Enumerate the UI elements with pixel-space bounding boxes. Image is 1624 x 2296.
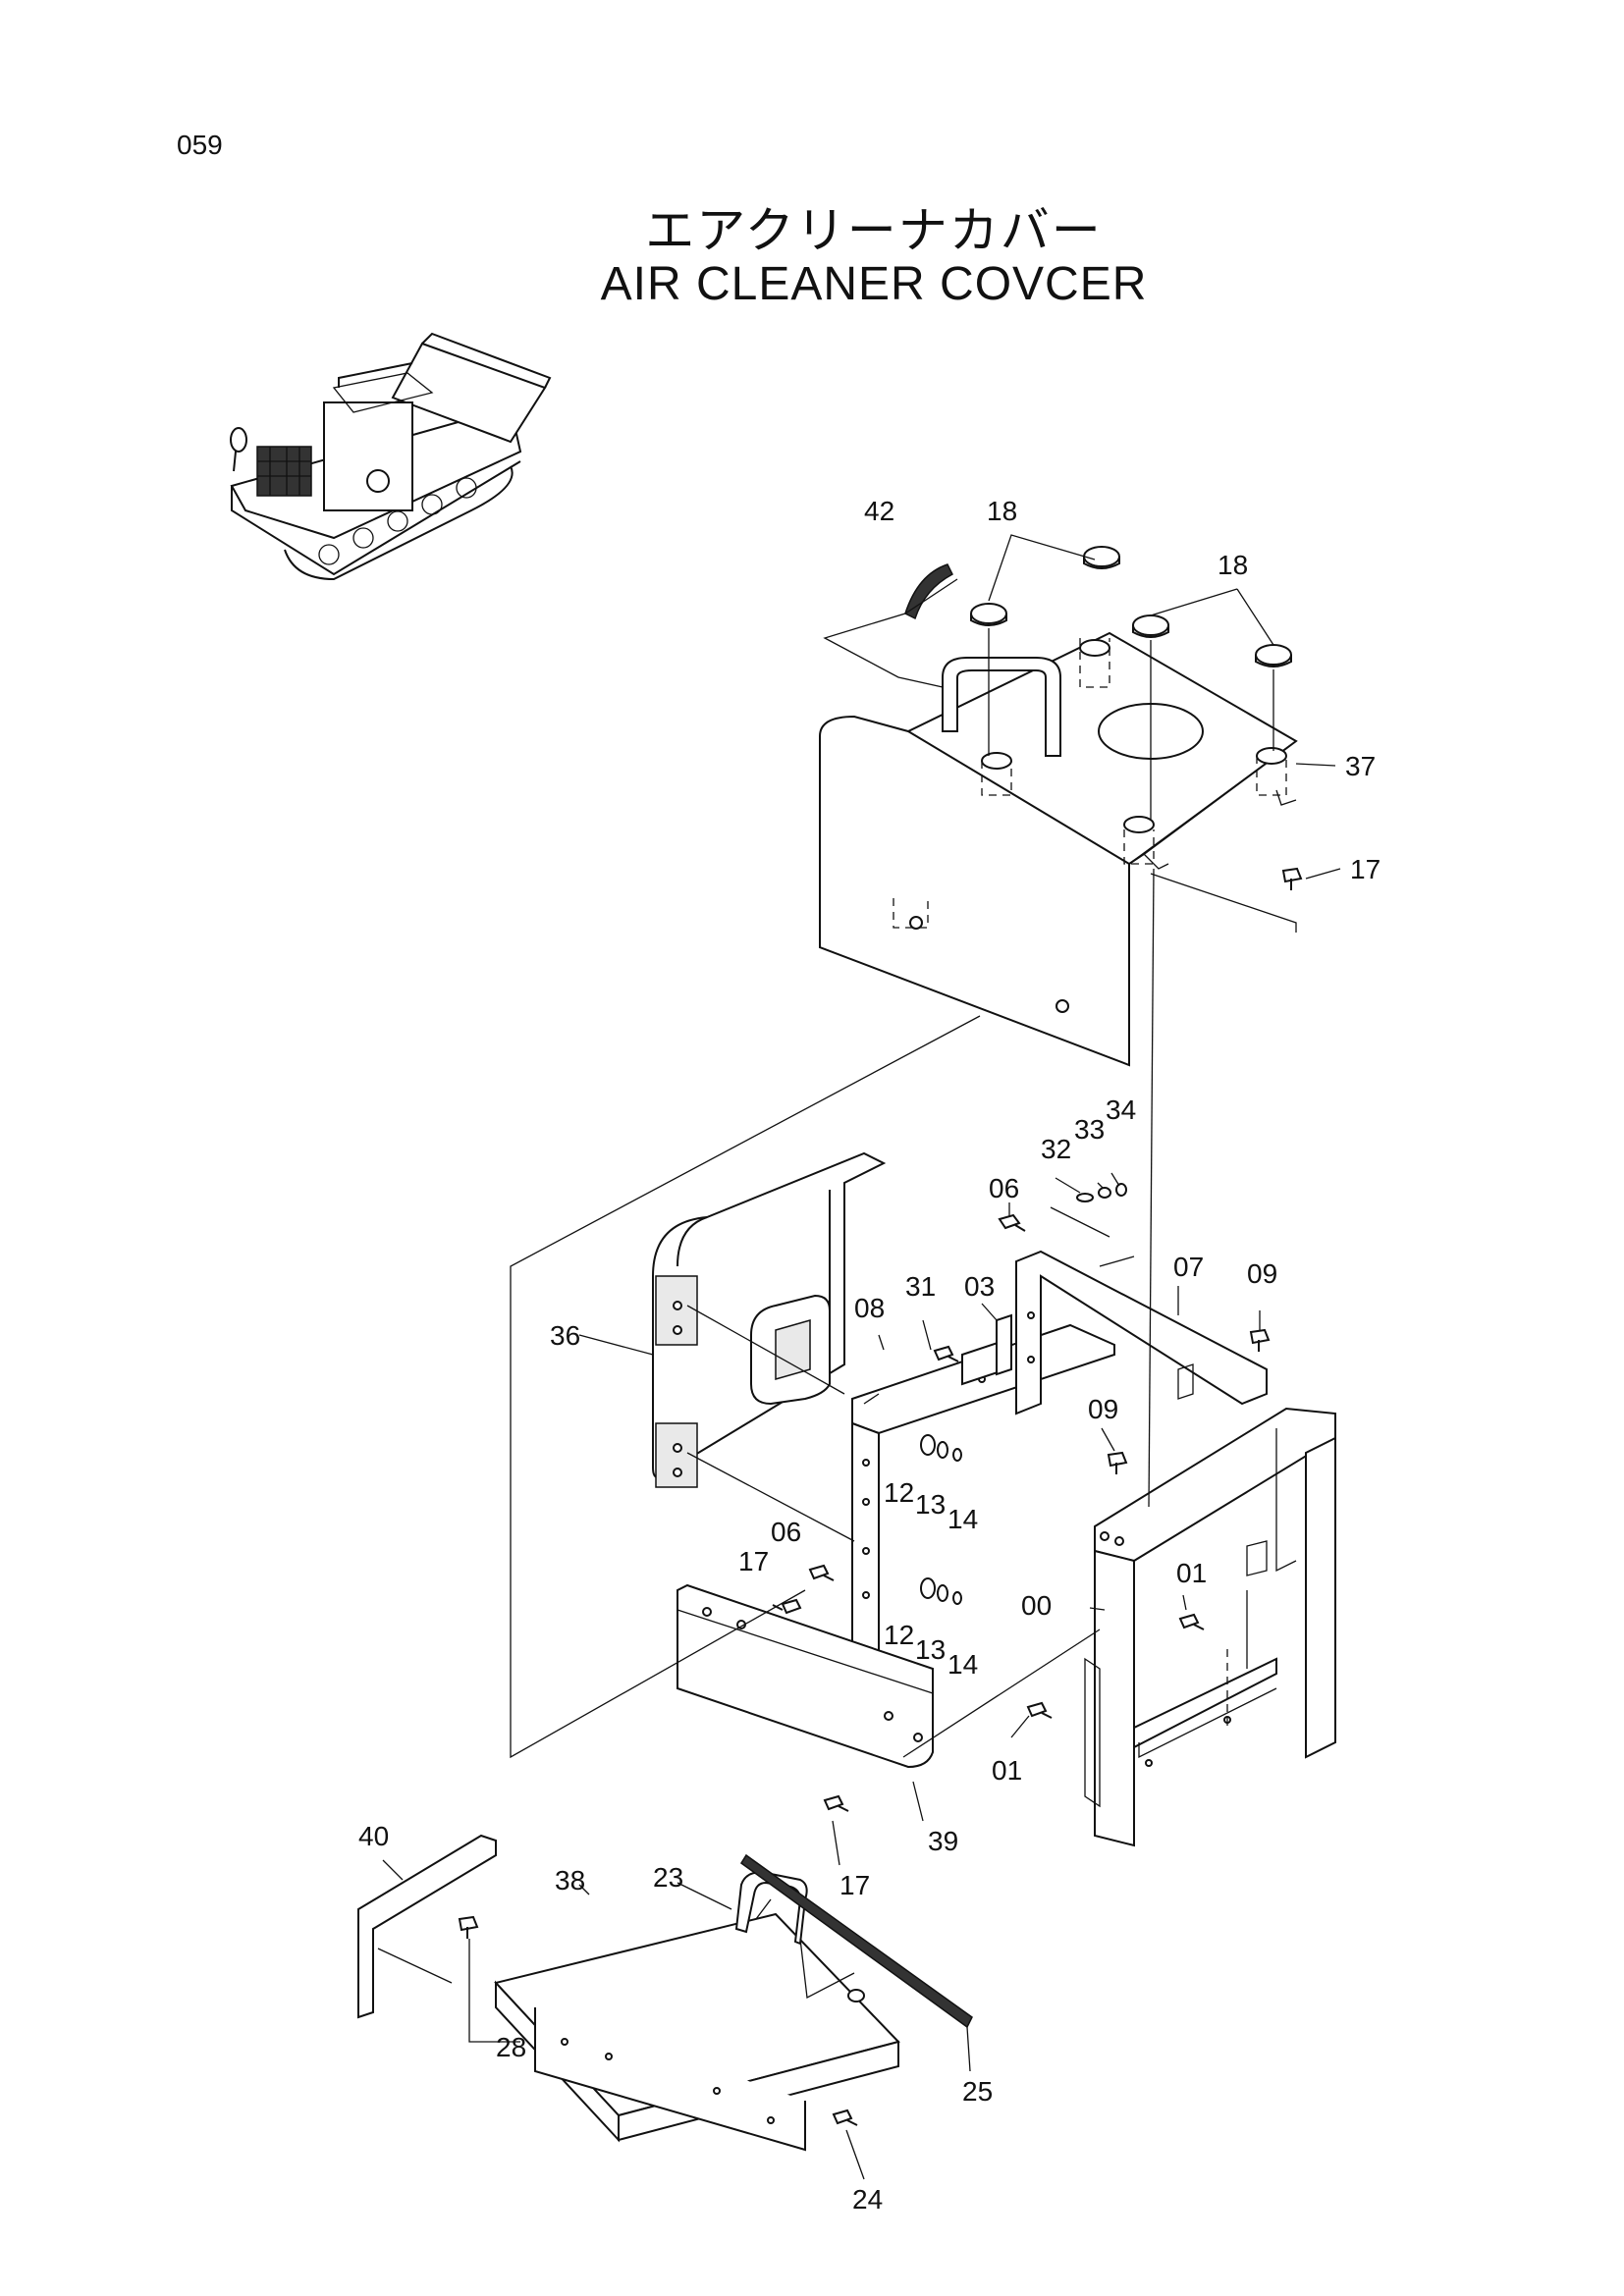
- callout-01: 01: [992, 1755, 1022, 1786]
- fasteners: [458, 867, 1303, 2126]
- callout-33: 33: [1074, 1114, 1105, 1145]
- page-number: 059: [177, 130, 223, 160]
- callout-37: 37: [1345, 751, 1376, 781]
- assembly-lines: [377, 534, 1297, 2000]
- callout-08: 08: [854, 1293, 885, 1323]
- callout-00: 00: [1021, 1590, 1052, 1621]
- title-japanese: エアクリーナカバー: [645, 202, 1103, 259]
- part-25-rubber-strip: [739, 1853, 973, 2029]
- part-39-plate: [677, 1583, 934, 1769]
- callout-18: 18: [987, 496, 1017, 526]
- callout-24: 24: [852, 2184, 883, 2215]
- callout-38: 38: [555, 1865, 585, 1896]
- callout-13: 13: [915, 1489, 946, 1520]
- callout-32: 32: [1041, 1134, 1071, 1164]
- part-38-tray: [494, 1912, 900, 2152]
- vehicle-locator-illustration: [230, 332, 552, 581]
- callout-06: 06: [771, 1517, 801, 1547]
- part-07-upper-bracket: [1015, 1250, 1268, 1415]
- callout-42: 42: [864, 496, 894, 526]
- callout-14: 14: [947, 1649, 978, 1680]
- part-37-air-cleaner-cover: [819, 631, 1298, 1067]
- callout-31: 31: [905, 1271, 936, 1302]
- callout-03: 03: [964, 1271, 995, 1302]
- callout-12: 12: [884, 1477, 914, 1508]
- callout-14: 14: [947, 1504, 978, 1534]
- callout-40: 40: [358, 1821, 389, 1851]
- callout-34: 34: [1106, 1095, 1136, 1125]
- part-18-plugs: [970, 546, 1292, 667]
- callout-39: 39: [928, 1826, 958, 1856]
- callout-13: 13: [915, 1634, 946, 1665]
- callout-23: 23: [653, 1862, 683, 1893]
- callout-17: 17: [1350, 854, 1380, 884]
- callout-18: 18: [1218, 550, 1248, 580]
- callout-17: 17: [839, 1870, 870, 1900]
- callout-01: 01: [1176, 1558, 1207, 1588]
- callout-09: 09: [1088, 1394, 1118, 1424]
- callout-12: 12: [884, 1620, 914, 1650]
- callout-28: 28: [496, 2032, 526, 2062]
- callout-07: 07: [1173, 1252, 1204, 1282]
- part-40-bracket: [357, 1834, 497, 2019]
- callout-06: 06: [989, 1173, 1019, 1203]
- part-03-hinge-bracket: [961, 1313, 1012, 1386]
- part-00-main-frame: [1084, 1407, 1336, 1847]
- part-42-seal: [904, 563, 953, 620]
- part-36-side-panel: [652, 1151, 887, 1488]
- callout-labels: 42 18 18 37 17 34 33 32 06 07 09 31 03 0…: [358, 496, 1380, 2215]
- callout-25: 25: [962, 2076, 993, 2107]
- title-english: AIR CLEANER COVCER: [600, 258, 1148, 310]
- callout-09: 09: [1247, 1258, 1277, 1289]
- callout-17: 17: [738, 1546, 769, 1576]
- callout-leaders: [382, 763, 1341, 2180]
- part-08-bracket: [851, 1323, 1115, 1656]
- callout-36: 36: [550, 1320, 580, 1351]
